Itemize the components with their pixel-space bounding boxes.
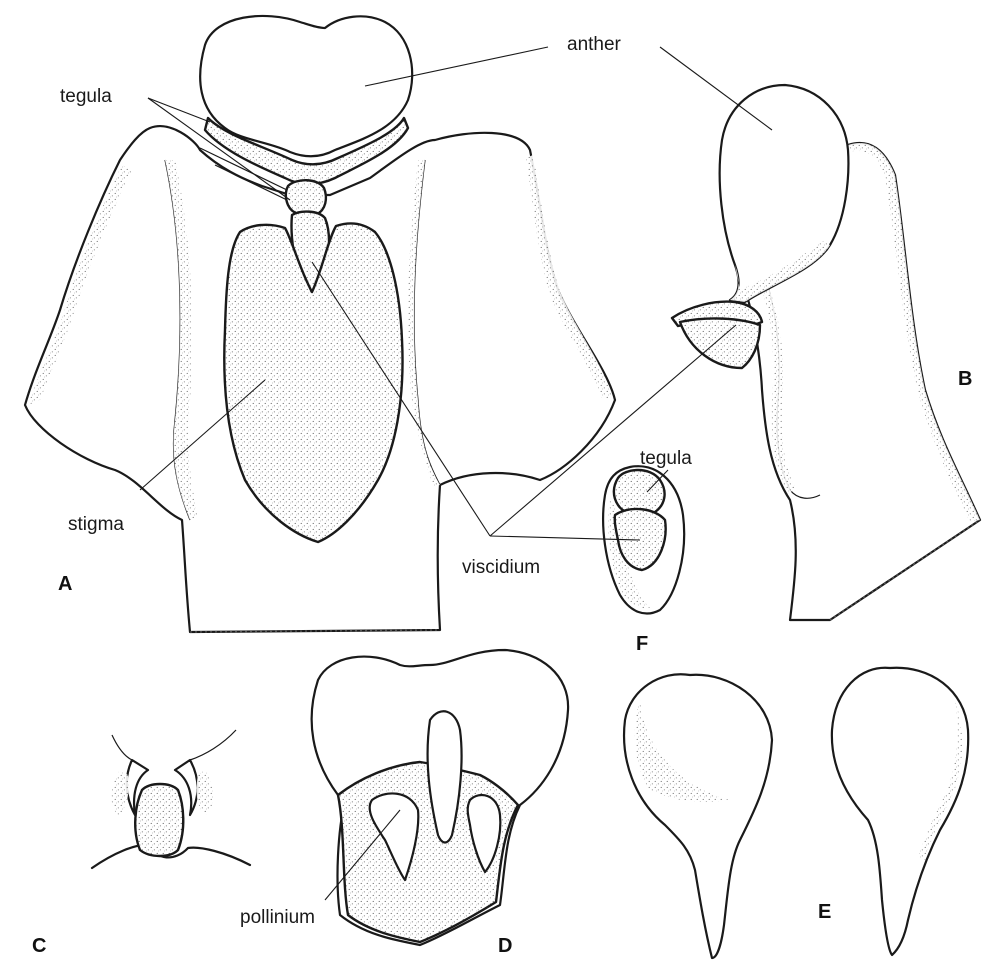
- panel-label-e: E: [818, 901, 831, 923]
- label-pollinium: pollinium: [240, 907, 315, 928]
- panel-a-column-front: [25, 16, 615, 632]
- panel-label-f: F: [636, 633, 648, 655]
- panel-e-anther-caps: [624, 668, 968, 958]
- label-anther: anther: [567, 34, 622, 55]
- anther-cap-e-left: [624, 674, 772, 958]
- panel-c-rostellum: [92, 730, 250, 868]
- panel-label-b: B: [958, 368, 972, 390]
- label-tegula-f: tegula: [640, 448, 692, 469]
- anther-leader-b: [660, 47, 772, 130]
- panel-label-a: A: [58, 573, 72, 595]
- panel-b-column-side: [672, 85, 980, 620]
- label-viscidium: viscidium: [462, 557, 540, 578]
- viscidium-b: [680, 318, 760, 368]
- panel-label-c: C: [32, 935, 46, 957]
- tegula-leader-1: [148, 98, 210, 122]
- anther-cap-e-right: [832, 668, 968, 955]
- label-stigma: stigma: [68, 514, 124, 535]
- panel-label-d: D: [498, 935, 512, 957]
- label-tegula-a: tegula: [60, 86, 112, 107]
- panel-d-anther-pollinia: [312, 650, 568, 945]
